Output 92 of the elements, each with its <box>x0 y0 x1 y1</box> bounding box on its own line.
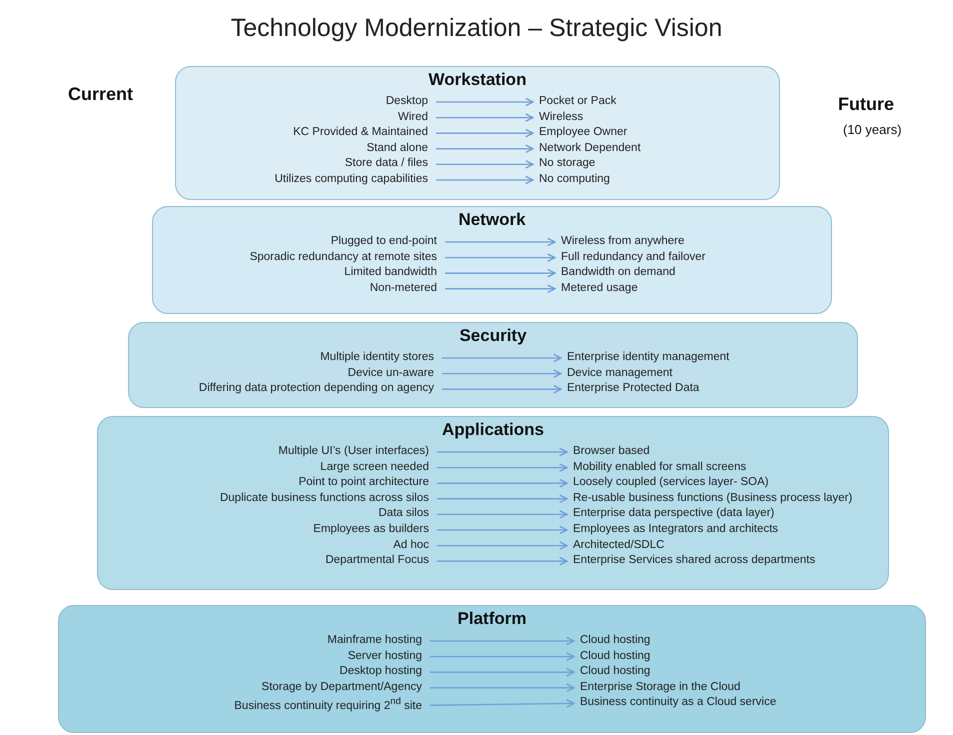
future-state-text: Mobility enabled for small screens <box>573 460 746 474</box>
arrow <box>445 284 556 294</box>
layer-band <box>97 416 889 590</box>
arrow <box>436 160 534 169</box>
current-state-text: Multiple identity stores <box>320 350 434 364</box>
current-state-text: Non-metered <box>370 280 437 295</box>
future-state-text: Bandwidth on demand <box>561 265 676 280</box>
future-state-text: Browser based <box>573 444 650 458</box>
current-state-text: Ad hoc <box>393 538 429 552</box>
current-state-text: Wired <box>398 110 428 124</box>
note: (10 years) <box>843 122 902 137</box>
current-state-text: Storage by Department/Agency <box>262 680 422 694</box>
future-state-text: Wireless <box>539 110 584 124</box>
column-label: Future <box>838 94 894 115</box>
layer-heading: Security <box>459 326 527 346</box>
future-state-text: Device management <box>567 366 672 380</box>
current-state-text: KC Provided & Maintained <box>293 125 428 140</box>
current-state-text: Stand alone <box>366 140 428 155</box>
arrow <box>437 478 568 488</box>
future-state-text: Wireless from anywhere <box>561 234 684 248</box>
future-state-text: Metered usage <box>561 280 638 295</box>
arrow <box>437 510 568 519</box>
current-state-text: Device un-aware <box>348 366 434 380</box>
future-state-text: Cloud hosting <box>580 648 650 663</box>
arrow <box>436 176 534 184</box>
future-state-text: Cloud hosting <box>580 633 650 647</box>
column-label: Current <box>68 84 134 105</box>
current-state-text: Desktop <box>386 94 428 108</box>
current-state-text: Data silos <box>378 506 429 520</box>
current-state-text: Store data / files <box>344 156 428 170</box>
layer-band <box>58 605 926 733</box>
current-state-text: Multiple UI’s (User interfaces) <box>278 444 429 458</box>
future-state-text: Enterprise Protected Data <box>567 381 700 396</box>
arrow <box>437 463 568 472</box>
diagram-title: Technology Modernization – Strategic Vision <box>230 14 722 43</box>
arrow <box>437 494 568 504</box>
future-state-text: Architected/SDLC <box>573 538 664 552</box>
current-state-text: Duplicate business functions across silos <box>220 490 429 505</box>
arrow <box>445 238 556 246</box>
arrow <box>436 98 534 106</box>
layer-heading: Applications <box>442 420 544 440</box>
future-state-text: Cloud hosting <box>580 664 650 678</box>
arrow <box>437 526 568 534</box>
layer-band <box>175 66 780 200</box>
current-state-text: Point to point architecture <box>298 475 429 490</box>
current-state-text: Limited bandwidth <box>344 265 437 280</box>
arrow <box>437 541 568 550</box>
arrow <box>437 556 568 566</box>
arrow <box>436 128 534 138</box>
arrow <box>430 668 575 676</box>
current-state-text: Utilizes computing capabilities <box>274 172 428 186</box>
arrow <box>445 268 556 278</box>
layer-band <box>128 322 858 408</box>
current-state-text: Mainframe hosting <box>327 633 422 647</box>
layer-band <box>152 206 832 314</box>
current-state-text: Plugged to end-point <box>330 234 437 248</box>
layer-heading: Network <box>458 210 526 230</box>
future-state-text: Enterprise Storage in the Cloud <box>580 680 740 694</box>
arrow <box>442 354 562 362</box>
future-state-text: Enterprise Services shared across departments <box>573 553 816 568</box>
arrow <box>430 699 575 708</box>
future-state-text: Employees as Integrators and architects <box>573 522 778 536</box>
future-state-text: Employee Owner <box>539 125 628 140</box>
arrow <box>430 636 575 646</box>
future-state-text: No storage <box>539 156 596 170</box>
current-state-text: Differing data protection depending on agency <box>198 381 434 396</box>
layer-heading: Workstation <box>428 70 526 90</box>
arrow <box>436 144 534 154</box>
future-state-text: Business continuity as a Cloud service <box>580 695 776 710</box>
arrow <box>442 369 562 378</box>
future-state-text: Pocket or Pack <box>539 94 616 108</box>
current-state-text: Departmental Focus <box>325 553 429 568</box>
current-state-text: Sporadic redundancy at remote sites <box>250 250 437 264</box>
future-state-text: Re-usable business functions (Business process layer) <box>573 490 852 505</box>
current-state-text: Desktop hosting <box>340 664 422 678</box>
arrow <box>442 384 562 394</box>
future-state-text: No computing <box>539 172 610 186</box>
current-state-text: Employees as builders <box>313 522 429 536</box>
future-state-text: Loosely coupled (services layer- SOA) <box>573 475 769 490</box>
arrow <box>430 683 575 692</box>
future-state-text: Network Dependent <box>539 140 641 155</box>
future-state-text: Full redundancy and failover <box>561 250 706 264</box>
current-state-text: Business continuity requiring 2$^{nd}$ site <box>234 695 422 714</box>
arrow <box>445 253 556 262</box>
future-state-text: Enterprise identity management <box>567 350 730 364</box>
current-state-text: Large screen needed <box>320 460 429 474</box>
layer-heading: Platform <box>458 609 526 629</box>
arrow <box>436 113 534 122</box>
arrow <box>430 652 575 661</box>
current-state-text: Server hosting <box>348 648 422 663</box>
future-state-text: Enterprise data perspective (data layer) <box>573 506 774 520</box>
arrow <box>437 448 568 456</box>
